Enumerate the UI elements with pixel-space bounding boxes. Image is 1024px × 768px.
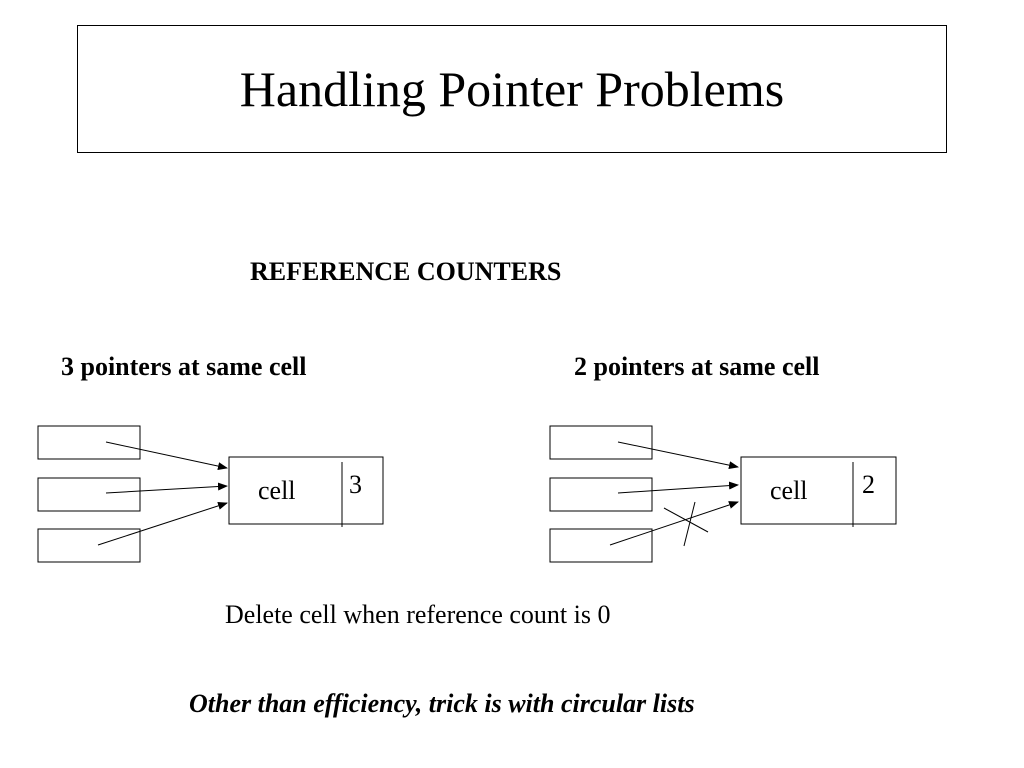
footer-note: Other than efficiency, trick is with cir… bbox=[189, 689, 695, 718]
right-pointer-arrow-1 bbox=[617, 441, 739, 470]
left-pointer-box-2 bbox=[37, 477, 141, 512]
right-reference-count: 2 bbox=[862, 470, 875, 499]
left-diagram-caption: 3 pointers at same cell bbox=[61, 352, 307, 381]
left-cell-box bbox=[228, 456, 384, 525]
right-pointer-box-1 bbox=[549, 425, 653, 460]
right-cell-box bbox=[740, 456, 897, 525]
right-pointer-box-3 bbox=[549, 528, 653, 563]
slide-subtitle: REFERENCE COUNTERS bbox=[250, 257, 562, 286]
left-pointer-arrow-2 bbox=[105, 482, 228, 494]
left-diagram: cell 3 bbox=[37, 425, 384, 563]
right-pointer-arrow-3-removed bbox=[609, 501, 739, 546]
right-pointer-box-2 bbox=[549, 477, 653, 512]
right-arrow-cross-mark-2 bbox=[683, 501, 696, 547]
delete-rule-note: Delete cell when reference count is 0 bbox=[225, 600, 611, 629]
left-cell-label: cell bbox=[258, 476, 296, 505]
left-pointer-box-1 bbox=[37, 425, 141, 460]
right-diagram: cell 2 bbox=[549, 425, 897, 563]
left-pointer-arrow-1 bbox=[105, 441, 228, 471]
left-pointer-box-3 bbox=[37, 528, 141, 563]
left-reference-count: 3 bbox=[349, 470, 362, 499]
slide-title: Handling Pointer Problems bbox=[239, 61, 785, 117]
right-pointer-arrow-2 bbox=[617, 481, 739, 494]
right-cell-label: cell bbox=[770, 476, 808, 505]
right-arrow-cross-mark-1 bbox=[663, 507, 709, 533]
right-diagram-caption: 2 pointers at same cell bbox=[574, 352, 820, 381]
title-box: Handling Pointer Problems bbox=[77, 25, 947, 153]
left-pointer-arrow-3 bbox=[97, 501, 228, 546]
